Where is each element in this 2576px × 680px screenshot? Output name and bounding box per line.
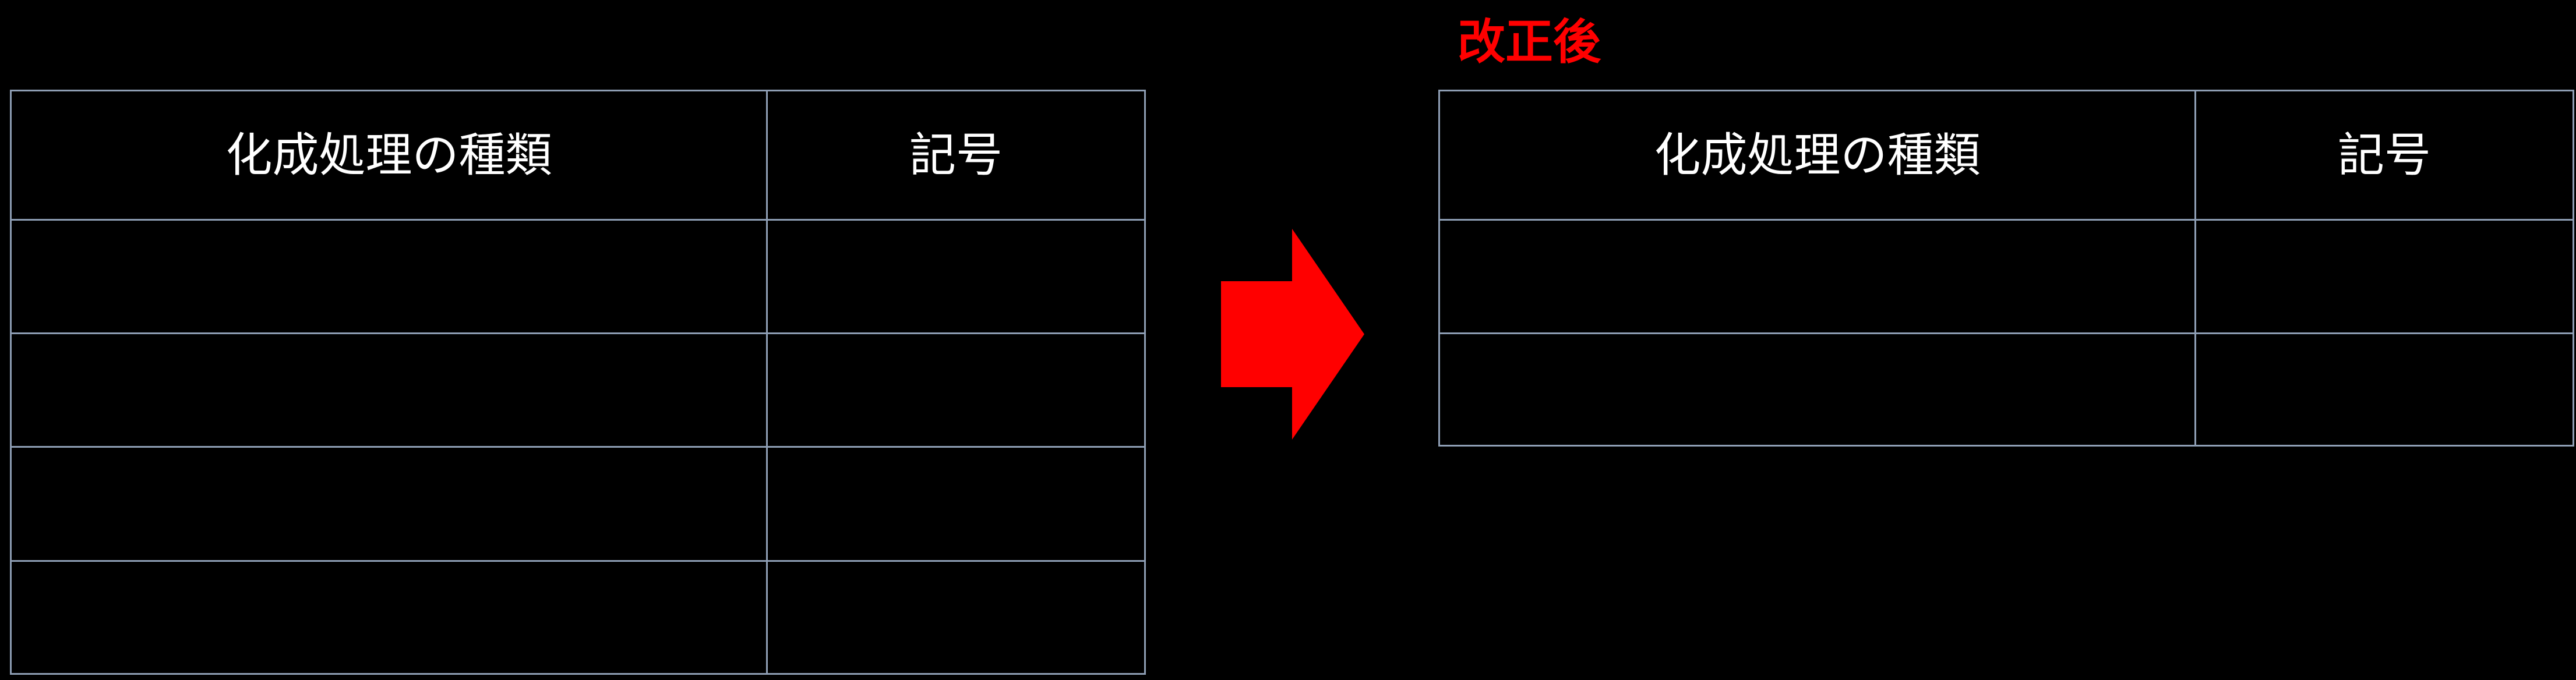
after-table-row1-symbol-cell: [2196, 221, 2573, 334]
after-table-row2-symbol-cell: [2196, 334, 2573, 445]
before-table-row1-type-cell: [12, 221, 768, 334]
after-table: 化成処理の種類 記号: [1438, 90, 2574, 447]
before-table-row3-type-cell: [12, 448, 768, 562]
before-table-row2-type-cell: [12, 334, 768, 448]
after-revision-label: 改正後: [1458, 16, 1601, 69]
before-table-row2-symbol-cell: [768, 334, 1144, 448]
before-table-header-symbol: 記号: [768, 91, 1144, 221]
before-table-row4-type-cell: [12, 562, 768, 673]
before-table-header-type: 化成処理の種類: [12, 91, 768, 221]
after-table-row2-type-cell: [1440, 334, 2196, 445]
after-table-header-type: 化成処理の種類: [1440, 91, 2196, 221]
before-table-row3-symbol-cell: [768, 448, 1144, 562]
before-table-row4-symbol-cell: [768, 562, 1144, 673]
right-arrow-icon: [1221, 229, 1364, 440]
after-table-row1-type-cell: [1440, 221, 2196, 334]
before-table: 化成処理の種類 記号: [10, 90, 1146, 675]
after-table-header-symbol: 記号: [2196, 91, 2573, 221]
before-table-row1-symbol-cell: [768, 221, 1144, 334]
